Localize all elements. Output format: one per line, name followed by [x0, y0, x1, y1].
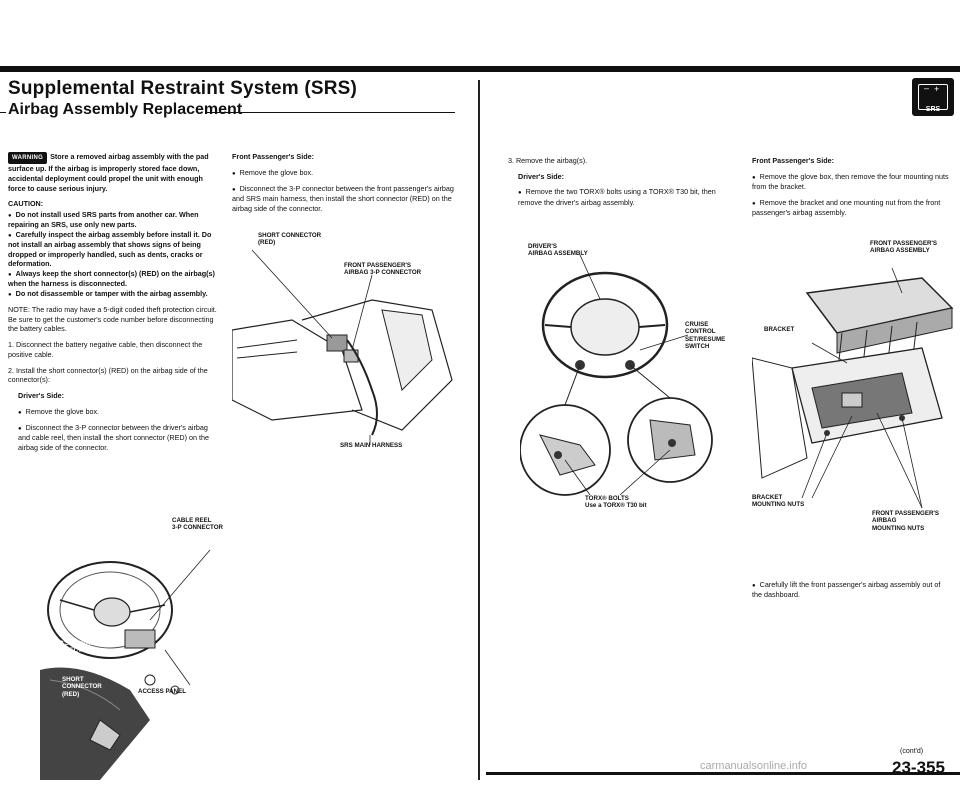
column-2: Front Passenger's Side: Remove the glove… [232, 152, 457, 219]
col2-item: Remove the glove box. [232, 168, 457, 178]
warning-badge: WARNING [8, 152, 48, 165]
col2-heading: Front Passenger's Side: [232, 152, 314, 161]
column-4: Front Passenger's Side: Remove the glove… [752, 156, 952, 223]
ds-item: Remove the glove box. [8, 407, 220, 417]
label-front-passenger-connector: FRONT PASSENGER'S AIRBAG 3-P CONNECTOR [344, 262, 422, 277]
drivers-side-heading: Driver's Side: [18, 390, 65, 400]
col3-item: Remove the two TORX® bolts using a TORX®… [508, 187, 723, 207]
figure-passenger-airbag: FRONT PASSENGER'S AIRBAG ASSEMBLY BRACKE… [751, 238, 957, 558]
label-drivers-airbag: DRIVER'S AIRBAG 3-P CONNECTOR [40, 640, 95, 655]
label-short-connector: SHORT CONNECTOR (RED) [62, 676, 102, 698]
col3-drivers-side: Driver's Side: [518, 171, 565, 181]
label-cruise-control: CRUISE CONTROL SET/RESUME SWITCH [685, 321, 726, 351]
continued-label: (cont'd) [900, 748, 924, 755]
caution-item: Do not install used SRS parts from anoth… [8, 210, 220, 230]
label-fpa-mounting-nuts: FRONT PASSENGER'S AIRBAG MOUNTING NUTS [872, 510, 940, 532]
passenger-airbag-illustration [751, 267, 954, 509]
label-srs-main-harness: SRS MAIN HARNESS [340, 442, 403, 449]
caution-title: CAUTION: [8, 199, 44, 209]
step-1: 1. Disconnect the battery negative cable… [8, 340, 203, 359]
figure-passenger-connector: SHORT CONNECTOR (RED) FRONT PASSENGER'S … [231, 232, 462, 450]
srs-logo-text: SRS [925, 106, 941, 113]
steering-wheel-illustration [40, 549, 211, 780]
figure-cable-reel: CABLE REEL 3-P CONNECTOR DRIVER'S AIRBAG… [40, 517, 230, 780]
col4-final-item: Carefully lift the front passenger's air… [752, 580, 952, 600]
page-subtitle: Airbag Assembly Replacement [8, 101, 243, 118]
label-drivers-airbag-assembly: DRIVER'S AIRBAG ASSEMBLY [528, 243, 588, 258]
label-bracket: BRACKET [764, 326, 795, 333]
subtitle-rule-right [205, 112, 455, 113]
srs-logo-icon: –+ SRS [912, 78, 954, 116]
figure-drivers-airbag: DRIVER'S AIRBAG ASSEMBLY CRUISE CONTROL … [519, 243, 730, 515]
col4-item: Remove the bracket and one mounting nut … [752, 198, 952, 218]
col4-heading: Front Passenger's Side: [752, 156, 834, 165]
page-spine [478, 80, 480, 780]
caution-list: Do not install used SRS parts from anoth… [8, 210, 220, 299]
watermark: carmanualsonline.info [700, 760, 808, 772]
column-4-final: Carefully lift the front passenger's air… [752, 580, 952, 606]
column-3: 3. Remove the airbag(s). Driver's Side: … [508, 156, 723, 213]
caution-item: Carefully inspect the airbag assembly be… [8, 230, 220, 269]
drivers-airbag-illustration [519, 254, 713, 496]
step-3: 3. Remove the airbag(s). [508, 156, 588, 165]
label-torx-bolts: TORX® BOLTS Use a TORX® T30 bit [585, 495, 647, 510]
col4-item: Remove the glove box, then remove the fo… [752, 172, 952, 192]
bottom-rule [486, 772, 960, 775]
col2-item: Disconnect the 3-P connector between the… [232, 184, 457, 214]
warning-text: Store a removed airbag assembly with the… [8, 152, 209, 193]
dashboard-connector-illustration [231, 249, 453, 445]
caution-item: Always keep the short connector(s) (RED)… [8, 269, 220, 289]
top-rule [0, 66, 960, 72]
step-2: 2. Install the short connector(s) (RED) … [8, 365, 208, 385]
page-number: 23-355 [892, 758, 945, 777]
label-cable-reel: CABLE REEL 3-P CONNECTOR [172, 517, 223, 532]
page-title: Supplemental Restraint System (SRS) [8, 78, 358, 99]
subtitle-rule-left [0, 112, 6, 113]
caution-item: Do not disassemble or tamper with the ai… [8, 289, 220, 299]
label-fpa-assembly: FRONT PASSENGER'S AIRBAG ASSEMBLY [870, 240, 938, 255]
label-bracket-mounting-nuts: BRACKET MOUNTING NUTS [752, 494, 805, 509]
ds-item: Disconnect the 3-P connector between the… [8, 423, 220, 453]
label-access-panel: ACCESS PANEL [138, 688, 187, 695]
note-text: NOTE: The radio may have a 5-digit coded… [8, 304, 217, 334]
label-short-connector-red: SHORT CONNECTOR (RED) [258, 232, 322, 247]
